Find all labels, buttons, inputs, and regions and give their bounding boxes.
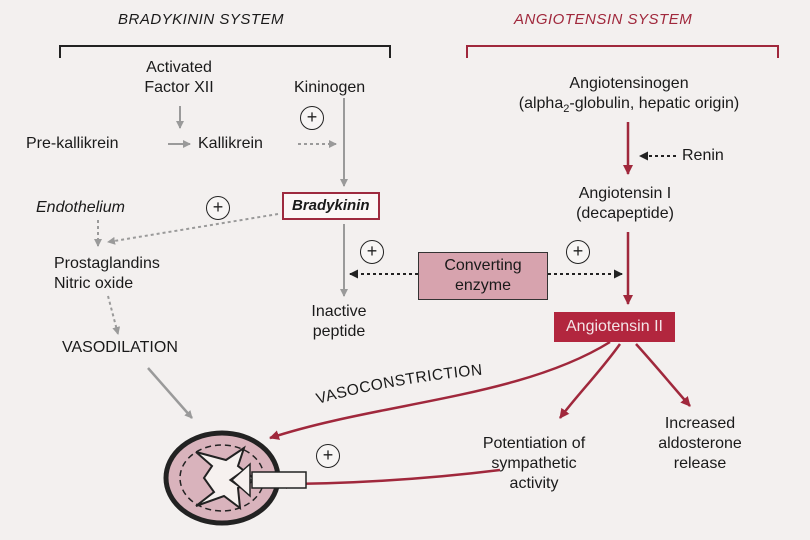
plus-icon-angiotensin-i: +: [566, 240, 590, 264]
angiotensin-i-label: Angiotensin I (decapeptide): [576, 185, 674, 222]
aldosterone-label: Increased aldosterone release: [658, 415, 742, 472]
kallikrein-label: Kallikrein: [198, 135, 263, 152]
plus-icon-inactive: +: [360, 240, 384, 264]
arrow-prostaglandins-to-vasodilation: [107, 295, 121, 335]
activated-factor-xii-label: Activated Factor XII: [144, 59, 214, 96]
arrow-ang2-to-aldosterone: [635, 343, 691, 407]
arrow-bradykinin-to-endothelium: [107, 213, 279, 245]
angiotensin-system-header: ANGIOTENSIN SYSTEM: [514, 11, 693, 28]
arrow-ang2-to-potentiation: [559, 343, 622, 419]
inactive-peptide-label: Inactive peptide: [311, 303, 367, 340]
endothelium-label: Endothelium: [36, 199, 125, 216]
bradykinin-bracket: [59, 45, 391, 58]
plus-icon-kallikrein: +: [300, 106, 324, 130]
prostaglandins-nitric-oxide-label: Prostaglandins Nitric oxide: [54, 255, 160, 292]
angiotensin-bracket: [466, 45, 779, 58]
angiotensinogen-label: Angiotensinogen (alpha2-globulin, hepati…: [518, 75, 740, 116]
converting-enzyme-box: Converting enzyme: [418, 252, 548, 300]
potentiation-label: Potentiation of sympathetic activity: [482, 435, 586, 492]
vasoconstriction-label: VASOCONSTRICTION: [314, 362, 483, 408]
bradykinin-system-header: BRADYKININ SYSTEM: [118, 11, 285, 28]
renin-label: Renin: [682, 147, 724, 164]
pre-kallikrein-label: Pre-kallikrein: [26, 135, 119, 152]
bradykinin-box: Bradykinin: [282, 192, 380, 220]
vasodilation-label: VASODILATION: [62, 339, 178, 356]
angiotensin-ii-box: Angiotensin II: [554, 312, 675, 342]
vessel-cross-section: [163, 430, 307, 526]
kininogen-label: Kininogen: [294, 79, 366, 96]
arrow-ang2-to-vessel: [269, 340, 611, 440]
arrow-vasodilation-to-vessel: [147, 367, 193, 419]
plus-icon-endothelium: +: [206, 196, 230, 220]
plus-icon-vessel: +: [316, 444, 340, 468]
